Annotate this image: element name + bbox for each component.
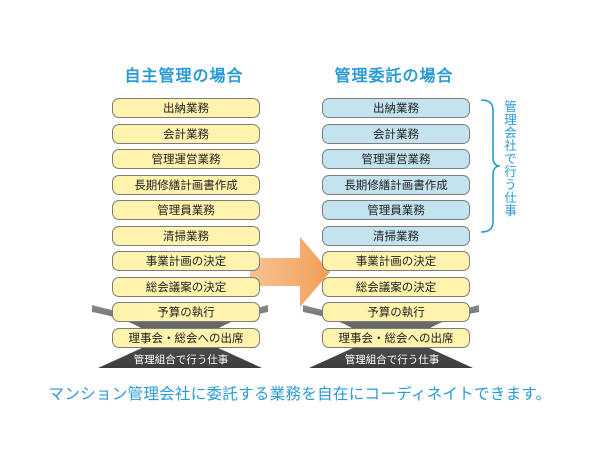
right-item: 出納業務 [322, 98, 470, 118]
left-column-title: 自主管理の場合 [124, 66, 244, 85]
right-item: 総会議案の決定 [322, 276, 470, 297]
right-brace [480, 99, 501, 233]
left-item-stack: 出納業務 会計業務 管理運営業務 長期修繕計画書作成 管理員業務 清掃業務 事業… [112, 98, 260, 353]
right-item: 長期修繕計画書作成 [322, 174, 470, 195]
right-item: 理事会・総会への出席 [322, 327, 470, 348]
right-item: 予算の執行 [322, 302, 470, 322]
management-company-label: 管理会社で行う仕事 [502, 100, 517, 217]
left-item: 長期修繕計画書作成 [112, 174, 260, 195]
left-item: 管理員業務 [112, 200, 260, 220]
left-item: 会計業務 [112, 123, 260, 144]
right-item: 管理員業務 [322, 200, 470, 220]
left-item: 出納業務 [112, 98, 260, 118]
left-base-label: 管理組合で行う仕事 [133, 354, 229, 366]
right-base-label: 管理組合で行う仕事 [344, 354, 440, 366]
right-item: 事業計画の決定 [322, 251, 470, 271]
tagline: マンション管理会社に委託する業務を自在にコーディネイトできます。 [48, 385, 552, 403]
left-item: 予算の執行 [112, 302, 260, 322]
right-column-title: 管理委託の場合 [334, 66, 454, 85]
right-item: 管理運営業務 [322, 149, 470, 169]
transfer-arrow [250, 237, 330, 307]
right-item: 清掃業務 [322, 225, 470, 246]
left-item: 清掃業務 [112, 225, 260, 246]
left-item: 事業計画の決定 [112, 251, 260, 271]
right-item: 会計業務 [322, 123, 470, 144]
left-item: 管理運営業務 [112, 149, 260, 169]
left-item: 総会議案の決定 [112, 276, 260, 297]
right-item-stack: 出納業務 会計業務 管理運営業務 長期修繕計画書作成 管理員業務 清掃業務 事業… [322, 98, 470, 353]
left-item: 理事会・総会への出席 [112, 327, 260, 348]
